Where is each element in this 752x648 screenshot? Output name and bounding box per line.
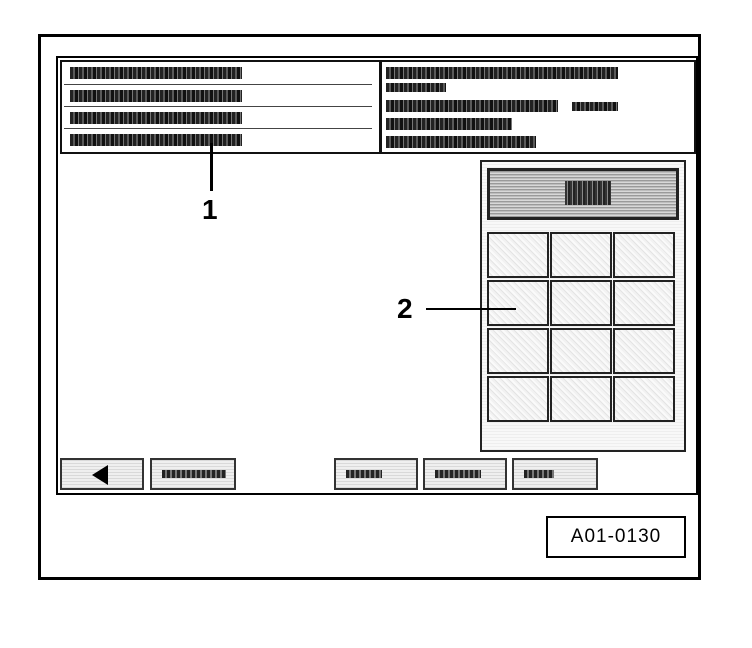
keypad-key[interactable] [550,328,612,374]
keypad-key[interactable] [550,280,612,326]
keypad-key[interactable] [487,328,549,374]
header-line-right-5 [386,136,536,148]
soft-button-label [524,470,554,478]
keypad-key[interactable] [487,280,549,326]
callout-2-leader [426,308,516,310]
header-line-left-2 [70,90,242,102]
callout-1-leader [210,143,213,191]
back-arrow-icon [92,465,108,485]
soft-button-3[interactable] [423,458,507,490]
soft-button-4[interactable] [512,458,598,490]
display-readout [565,181,611,205]
soft-button-2[interactable] [334,458,418,490]
header-line-right-4 [386,118,512,130]
figure-reference: A01-0130 [546,516,686,558]
header-line-left-3 [70,112,242,124]
soft-button-label [162,470,226,478]
callout-2-number: 2 [397,293,413,324]
soft-button-1[interactable] [150,458,236,490]
keypad-key[interactable] [613,280,675,326]
keypad-key[interactable] [487,376,549,422]
header-line-left-4 [70,134,242,146]
keypad-key[interactable] [550,376,612,422]
header-line-left-1 [70,67,242,79]
callout-1-number: 1 [202,194,218,225]
soft-button-label [346,470,382,478]
header-row-separator [64,128,372,129]
header-row-separator [64,84,372,85]
header-line-right-3b [572,102,618,111]
keypad-display [487,168,679,220]
back-button[interactable] [60,458,144,490]
header-line-right-3 [386,100,558,112]
keypad-key[interactable] [613,328,675,374]
keypad-key[interactable] [487,232,549,278]
header-line-right-1 [386,67,618,79]
header-line-right-2 [386,83,446,92]
keypad-key[interactable] [613,376,675,422]
keypad-key[interactable] [613,232,675,278]
soft-button-label [435,470,481,478]
header-divider [379,62,382,152]
header-row-separator [64,106,372,107]
keypad-key[interactable] [550,232,612,278]
